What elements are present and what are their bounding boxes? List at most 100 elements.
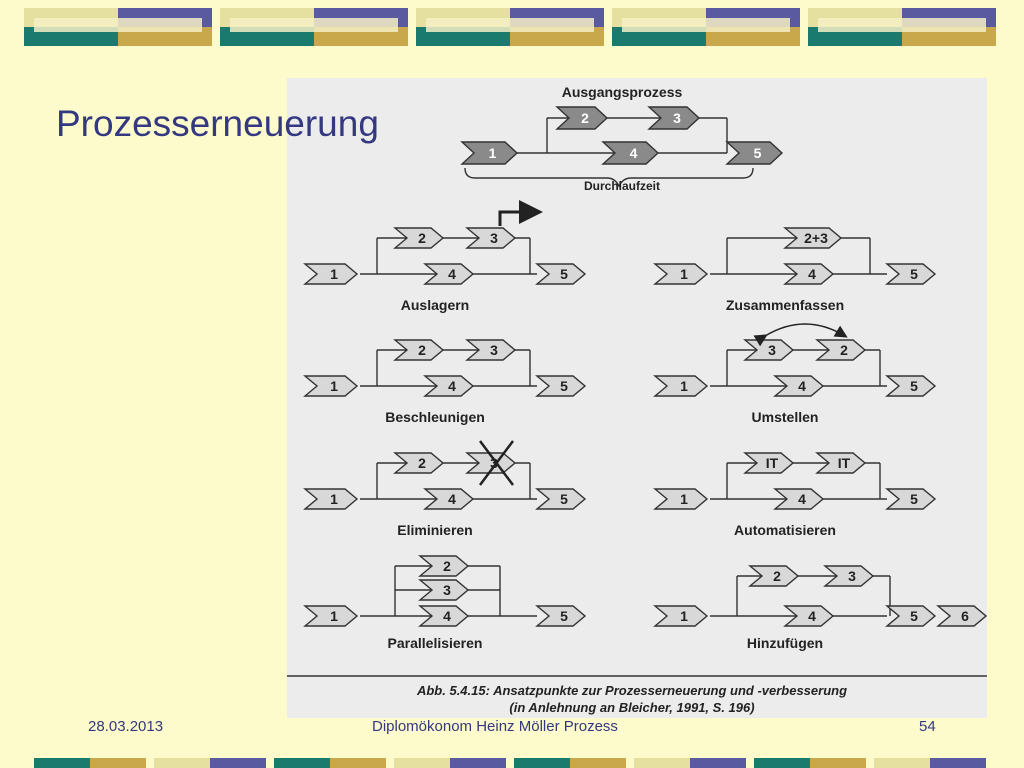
step-label: 5 <box>910 266 918 282</box>
step-label: 1 <box>680 378 688 394</box>
variant-label: Automatisieren <box>734 522 836 538</box>
step-label: 4 <box>448 491 456 507</box>
step-label: 4 <box>808 608 816 624</box>
step-label: 1 <box>330 608 338 624</box>
step-label: 4 <box>448 266 456 282</box>
flow-line <box>479 440 514 486</box>
step-label: 3 <box>673 110 681 126</box>
process-step <box>303 263 359 285</box>
process-step <box>418 579 470 601</box>
step-label: 2+3 <box>804 230 828 246</box>
step-label: 4 <box>443 608 451 624</box>
process-step <box>653 488 709 510</box>
process-step <box>885 488 937 510</box>
step-label: 2 <box>581 110 589 126</box>
process-step <box>418 555 470 577</box>
step-label: 3 <box>443 582 451 598</box>
step-label: 2 <box>773 568 781 584</box>
slide-title: Prozesserneuerung <box>56 103 379 144</box>
process-step <box>423 488 475 510</box>
process-step <box>303 488 359 510</box>
process-step <box>393 452 445 474</box>
process-step <box>815 452 867 474</box>
footer-date: 28.03.2013 <box>88 718 164 735</box>
process-step <box>303 605 359 627</box>
step-label: 1 <box>489 145 497 161</box>
process-step <box>885 263 937 285</box>
step-label: 5 <box>754 145 762 161</box>
step-label: 5 <box>560 608 568 624</box>
footer-author: Diplomökonom Heinz Möller Prozess <box>372 718 618 735</box>
step-label: 2 <box>418 230 426 246</box>
process-step <box>743 452 795 474</box>
process-step <box>535 375 587 397</box>
process-step <box>823 565 875 587</box>
process-step <box>885 375 937 397</box>
process-step <box>393 339 445 361</box>
variant-label: Hinzufügen <box>747 635 823 651</box>
step-label: 1 <box>680 608 688 624</box>
variant-label: Eliminieren <box>397 522 472 538</box>
brace <box>464 167 754 188</box>
step-label: 3 <box>768 342 776 358</box>
step-label: 3 <box>490 455 498 471</box>
step-label: IT <box>838 455 851 471</box>
process-step <box>423 263 475 285</box>
step-label: 4 <box>798 378 806 394</box>
step-label: 4 <box>448 378 456 394</box>
step-label: 1 <box>680 491 688 507</box>
step-label: 1 <box>330 266 338 282</box>
process-step <box>783 227 843 249</box>
process-step <box>653 375 709 397</box>
step-label: 1 <box>680 266 688 282</box>
process-step <box>936 605 987 627</box>
step-label: 5 <box>910 378 918 394</box>
step-label: 4 <box>798 491 806 507</box>
swap-arrow <box>753 323 848 347</box>
process-step <box>647 106 701 130</box>
process-step <box>885 605 937 627</box>
step-label: 3 <box>490 342 498 358</box>
step-label: 2 <box>443 558 451 574</box>
brace-label: Durchlaufzeit <box>584 179 660 193</box>
process-step <box>783 605 835 627</box>
process-step <box>555 106 609 130</box>
step-label: 4 <box>808 266 816 282</box>
step-label: 5 <box>560 491 568 507</box>
process-step <box>465 227 517 249</box>
process-step <box>748 565 800 587</box>
variant-label: Parallelisieren <box>388 635 483 651</box>
variant-label: Zusammenfassen <box>726 297 844 313</box>
variant-label: Umstellen <box>752 409 819 425</box>
process-step <box>423 375 475 397</box>
process-step <box>725 141 784 165</box>
process-step <box>653 263 709 285</box>
step-label: IT <box>766 455 779 471</box>
process-step <box>773 375 825 397</box>
top-label: Ausgangsprozess <box>562 84 683 100</box>
deco-block <box>220 8 408 46</box>
process-step <box>465 339 517 361</box>
process-step <box>535 488 587 510</box>
process-step <box>418 605 470 627</box>
step-label: 3 <box>848 568 856 584</box>
step-label: 5 <box>560 266 568 282</box>
figure-caption-source: (in Anlehnung an Bleicher, 1991, S. 196) <box>509 700 754 715</box>
process-step <box>653 605 709 627</box>
step-label: 1 <box>330 378 338 394</box>
figure-caption: Abb. 5.4.15: Ansatzpunkte zur Prozessern… <box>416 683 847 698</box>
process-step <box>535 605 587 627</box>
step-label: 2 <box>840 342 848 358</box>
outsourcing-arrow <box>498 200 543 226</box>
process-step <box>601 141 660 165</box>
step-label: 2 <box>418 342 426 358</box>
process-step <box>535 263 587 285</box>
step-label: 2 <box>418 455 426 471</box>
step-label: 1 <box>330 491 338 507</box>
page-number: 54 <box>919 718 936 735</box>
deco-block <box>24 8 212 46</box>
deco-block <box>416 8 604 46</box>
process-step <box>783 263 835 285</box>
process-step <box>460 141 519 165</box>
